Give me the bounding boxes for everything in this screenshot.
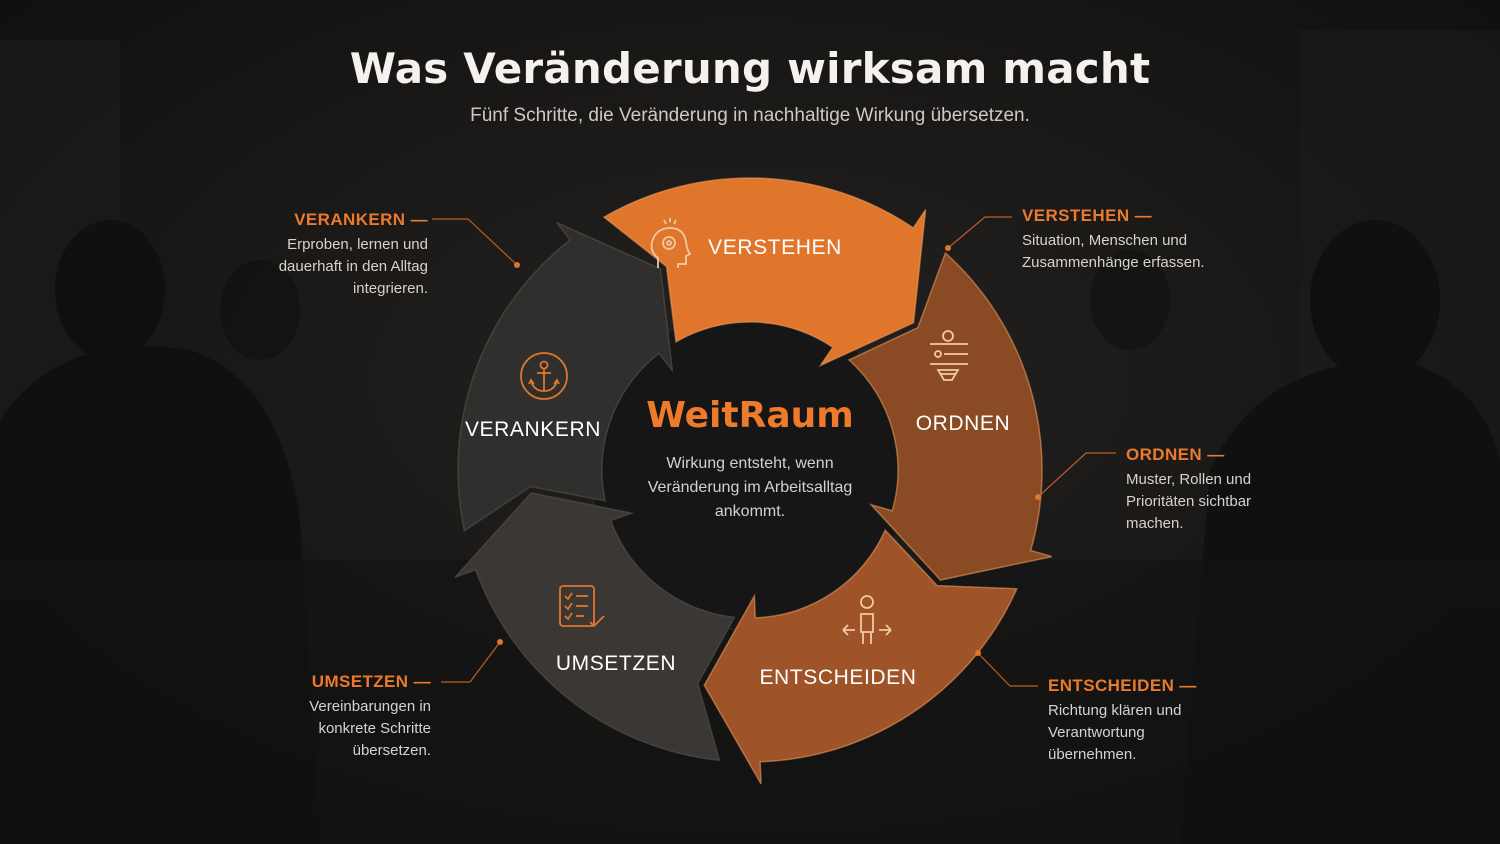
callout-text: Richtung klären und Verantwortung überne… [1048,702,1182,763]
sorting-funnel-icon [930,330,968,381]
head-gear-icon [650,218,692,268]
person-crossroads-icon [842,595,892,644]
segment-ordnen [847,251,1053,581]
callout-text: Situation, Menschen und Zusammenhänge er… [1022,232,1205,271]
callout-entscheiden: ENTSCHEIDEN — Richtung klären und Verant… [1048,676,1208,766]
callout-heading: ENTSCHEIDEN — [1048,676,1197,695]
center-description: Wirkung entsteht, wenn Veränderung im Ar… [647,455,853,520]
segment-verankern [457,221,674,532]
callout-heading: UMSETZEN — [311,672,431,691]
page-subtitle: Fünf Schritte, die Veränderung in nachha… [470,105,1030,126]
callout-heading: VERANKERN — [294,210,428,229]
leader-line [432,218,518,266]
page-title: Was Veränderung wirksam macht [349,44,1151,93]
leader-line [441,641,501,683]
leader-dot [975,650,981,656]
leader-dot [1035,494,1041,500]
callout-text: Muster, Rollen und Prioritäten sichtbar … [1126,471,1252,532]
anchor-icon [520,352,568,400]
center-title: WeitRaum [646,395,854,436]
leader-line [977,652,1038,687]
segment-verstehen [602,177,927,368]
callout-heading: ORDNEN — [1126,445,1225,464]
segment-entscheiden [703,528,1018,785]
leader-dot [945,245,951,251]
callout-text: Erproben, lernen und dauerhaft in den Al… [278,236,428,297]
callout-text: Vereinbarungen in konkrete Schritte über… [309,698,431,759]
segment-label-verstehen: VERSTEHEN [708,236,842,259]
segment-label-umsetzen: UMSETZEN [556,652,676,675]
callout-verankern: VERANKERN — Erproben, lernen und dauerha… [262,210,428,300]
leader-line [947,216,1012,249]
callout-ordnen: ORDNEN — Muster, Rollen und Prioritäten … [1126,445,1276,535]
leader-line [1037,452,1116,498]
callout-heading: VERSTEHEN — [1022,206,1153,225]
leader-dot [497,639,503,645]
segment-label-entscheiden: ENTSCHEIDEN [759,666,916,689]
segment-label-ordnen: ORDNEN [916,412,1011,435]
callout-verstehen: VERSTEHEN — Situation, Menschen und Zusa… [1022,206,1222,274]
callout-umsetzen: UMSETZEN — Vereinbarungen in konkrete Sc… [286,672,431,762]
leader-dot [514,262,520,268]
segment-label-verankern: VERANKERN [465,418,601,441]
checklist-icon [559,585,605,628]
segment-umsetzen [454,492,736,762]
